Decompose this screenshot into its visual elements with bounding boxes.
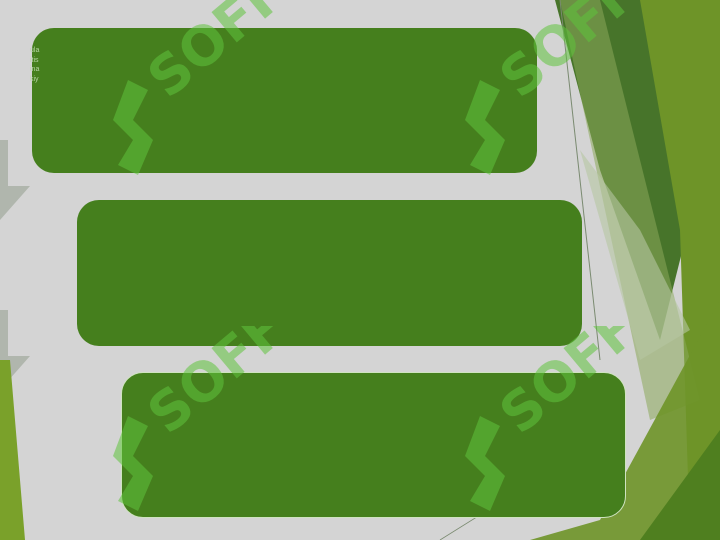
green-panel-bottom: [121, 372, 626, 518]
left-green-strip: [0, 360, 25, 540]
diagonal-line-1: [559, 0, 601, 361]
green-panel-top: [32, 28, 537, 173]
right-shape-pale: [580, 150, 690, 360]
right-shape-bottom-dark: [640, 430, 720, 540]
green-panel-middle: [77, 200, 582, 346]
right-shape-bottom: [530, 300, 720, 540]
truncated-edge-text: ulaitisinakiy: [30, 47, 40, 83]
left-arrow-shape-top: [0, 140, 30, 220]
